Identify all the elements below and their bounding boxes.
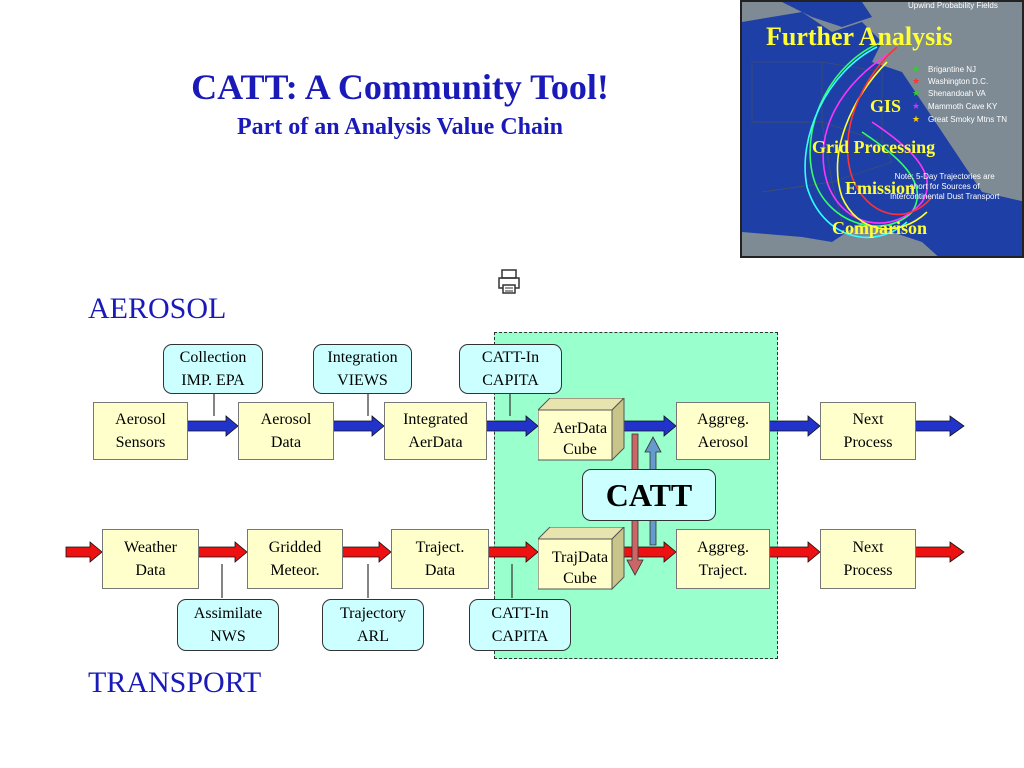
gridded-meteor-box: Gridded Meteor. bbox=[247, 529, 343, 589]
comparison-label: Comparison bbox=[832, 218, 928, 238]
callout-connectors bbox=[213, 392, 513, 598]
gis-label: GIS bbox=[870, 96, 902, 116]
map-header: Upwind Probability Fields bbox=[908, 1, 998, 10]
arrow-transport-7 bbox=[913, 541, 965, 563]
aggreg-traject-box: Aggreg. Traject. bbox=[676, 529, 770, 589]
arrow-transport-3 bbox=[340, 541, 392, 563]
legend-star-icon: ★ bbox=[912, 76, 921, 86]
catt-in-transport-callout: CATT-In CAPITA bbox=[469, 599, 571, 651]
trajectory-callout: Trajectory ARL bbox=[322, 599, 424, 651]
transport-heading: TRANSPORT bbox=[88, 666, 262, 699]
legend-item: Great Smoky Mtns TN bbox=[928, 115, 1007, 124]
legend-item: Shenandoah VA bbox=[928, 89, 986, 98]
catt-box: CATT bbox=[582, 469, 716, 521]
trajectory-map: Upwind Probability Fields ★ Brigantine N… bbox=[740, 0, 1024, 258]
arrow-aerosol-2 bbox=[331, 415, 385, 437]
arrow-transport-6 bbox=[767, 541, 821, 563]
legend-item: Mammoth Cave KY bbox=[928, 102, 998, 111]
page-subtitle: Part of an Analysis Value Chain bbox=[236, 114, 564, 140]
aggreg-aerosol-box: Aggreg. Aerosol bbox=[676, 402, 770, 460]
traject-data-box: Traject. Data bbox=[391, 529, 489, 589]
arrow-transport-4 bbox=[486, 541, 539, 563]
arrow-transport-1 bbox=[65, 541, 103, 563]
further-analysis-label: Further Analysis bbox=[766, 22, 953, 51]
aerosol-arrows bbox=[185, 415, 965, 437]
integrated-aerdata-box: Integrated AerData bbox=[384, 402, 487, 460]
aerdata-cube bbox=[538, 398, 625, 462]
emission-label: Emission bbox=[845, 178, 916, 198]
integration-callout: Integration VIEWS bbox=[313, 344, 412, 394]
aerdata-cube-label: AerData Cube bbox=[552, 420, 608, 458]
collection-callout: Collection IMP. EPA bbox=[163, 344, 263, 394]
legend-item: Washington D.C. bbox=[928, 77, 989, 86]
map-graphic bbox=[742, 2, 1022, 256]
next-process-transport-box: Next Process bbox=[820, 529, 916, 589]
map-note: Note: 5-Day Trajectories are short for S… bbox=[890, 172, 1000, 201]
next-process-aerosol-box: Next Process bbox=[820, 402, 916, 460]
page-title: CATT: A Community Tool! bbox=[191, 67, 609, 107]
grid-processing-label: Grid Processing bbox=[812, 137, 936, 157]
arrow-aerosol-1 bbox=[185, 415, 239, 437]
aerosol-data-box: Aerosol Data bbox=[238, 402, 334, 460]
aerosol-sensors-box: Aerosol Sensors bbox=[93, 402, 188, 460]
legend-star-icon: ★ bbox=[912, 88, 921, 98]
trajdata-cube-label: TrajData Cube bbox=[551, 549, 609, 587]
arrow-aerosol-3 bbox=[484, 415, 539, 437]
weather-data-box: Weather Data bbox=[102, 529, 199, 589]
trajdata-cube bbox=[538, 527, 625, 591]
catt-in-aerosol-callout: CATT-In CAPITA bbox=[459, 344, 562, 394]
legend-item: Brigantine NJ bbox=[928, 65, 977, 74]
legend-star-icon: ★ bbox=[912, 101, 921, 111]
assimilate-callout: Assimilate NWS bbox=[177, 599, 279, 651]
aerosol-heading: AEROSOL bbox=[88, 292, 227, 325]
legend-star-icon: ★ bbox=[912, 114, 921, 124]
arrow-transport-2 bbox=[196, 541, 248, 563]
arrow-aerosol-6 bbox=[913, 415, 965, 437]
legend-star-icon: ★ bbox=[912, 64, 921, 74]
arrow-aerosol-5 bbox=[767, 415, 821, 437]
arrow-aerosol-4 bbox=[623, 415, 677, 437]
printer-icon bbox=[496, 266, 524, 296]
